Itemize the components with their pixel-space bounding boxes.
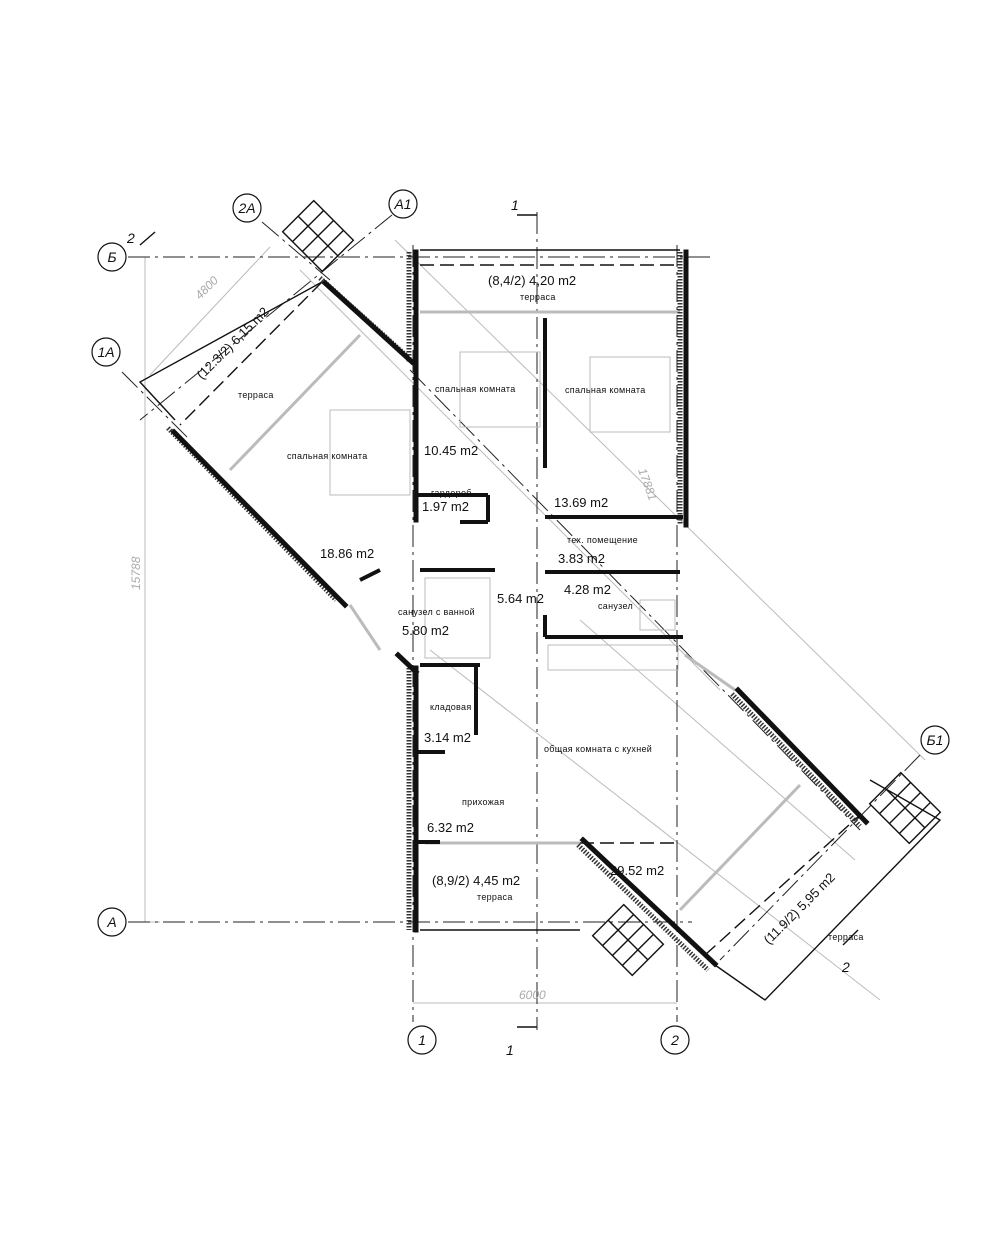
svg-text:2А: 2А	[237, 200, 255, 216]
terrace-right-area: (11.9/2) 5,95 m2	[761, 870, 838, 947]
dim-15788: 15788	[129, 556, 143, 590]
terrace-bottom-name: терраса	[477, 892, 513, 902]
axis-bubble-b: Б	[97, 242, 127, 272]
axis-bubble-a1: А1	[388, 189, 418, 219]
svg-text:Б1: Б1	[927, 732, 944, 748]
living-name: общая комната с кухней	[544, 744, 652, 754]
svg-text:2: 2	[670, 1032, 679, 1048]
entry-area: 6.32 m2	[427, 820, 474, 835]
storage-area: 3.14 m2	[424, 730, 471, 745]
terrace-outlines	[138, 249, 942, 1001]
svg-text:1А: 1А	[97, 344, 114, 360]
living-area: 29.52 m2	[610, 863, 664, 878]
bedroom3-name: спальная комната	[287, 451, 368, 461]
section-2-bottom: 2	[841, 959, 850, 975]
axis-bubble-1: 1	[407, 1025, 437, 1055]
dimension-lines	[130, 239, 926, 1004]
entry-name: прихожая	[462, 797, 505, 807]
section-1-top: 1	[511, 197, 519, 213]
furniture	[329, 351, 679, 671]
dim-17881: 17881	[635, 466, 660, 502]
terrace-right-name: терраса	[828, 932, 864, 942]
bath-name: санузел с ванной	[398, 607, 475, 617]
terrace-left-name: терраса	[238, 390, 274, 400]
axis-bubble-2a: 2А	[232, 193, 262, 223]
terrace-top-name: терраса	[520, 292, 556, 302]
dim-4800: 4800	[192, 273, 221, 302]
bedroom1-name: спальная комната	[435, 384, 516, 394]
axis-bubbles: Б 1А 2А А1 А Б1 1 2	[91, 189, 950, 1055]
section-marks: 1 1 2 2	[126, 197, 859, 1058]
svg-text:А1: А1	[393, 196, 411, 212]
axis-bubble-a: А	[97, 907, 127, 937]
wardrobe-name: гардероб	[431, 488, 472, 498]
section-2-top: 2	[126, 230, 135, 246]
bath-area: 5.80 m2	[402, 623, 449, 638]
svg-text:Б: Б	[107, 249, 116, 265]
tech-room-name: тех. помещение	[567, 535, 638, 545]
axis-bubble-1a: 1А	[91, 337, 121, 367]
svg-text:А: А	[106, 914, 116, 930]
bedroom1-area: 10.45 m2	[424, 443, 478, 458]
room-labels: (8,4/2) 4,20 m2 терраса (12.3/2) 6,15 m2…	[194, 273, 864, 947]
axis-bubble-b1: Б1	[920, 725, 950, 755]
axis-bubble-2: 2	[660, 1025, 690, 1055]
wc-area: 4.28 m2	[564, 582, 611, 597]
hall-area: 5.64 m2	[497, 591, 544, 606]
section-1-bottom: 1	[506, 1042, 514, 1058]
wc-name: санузел	[598, 601, 633, 611]
terrace-bottom-area: (8,9/2) 4,45 m2	[432, 873, 520, 888]
dim-6000: 6000	[519, 988, 546, 1002]
stairs	[281, 199, 942, 977]
tech-room-area: 3.83 m2	[558, 551, 605, 566]
bedroom2-area: 13.69 m2	[554, 495, 608, 510]
grid-axes	[121, 212, 921, 1030]
walls	[166, 249, 870, 972]
storage-name: кладовая	[430, 702, 472, 712]
svg-text:1: 1	[418, 1032, 426, 1048]
bedroom2-name: спальная комната	[565, 385, 646, 395]
terrace-top-area: (8,4/2) 4,20 m2	[488, 273, 576, 288]
wardrobe-area: 1.97 m2	[422, 499, 469, 514]
bedroom3-area: 18.86 m2	[320, 546, 374, 561]
